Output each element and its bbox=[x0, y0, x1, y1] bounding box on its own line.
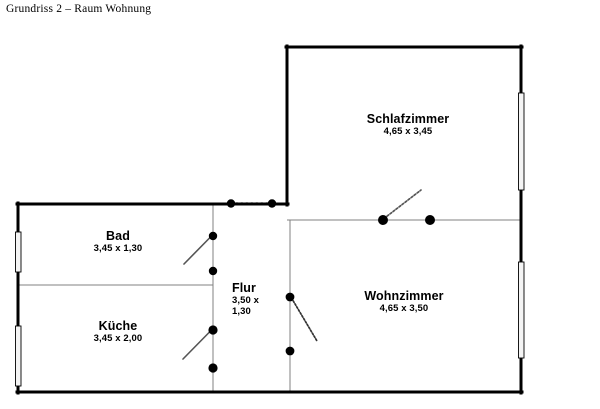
room-label-kueche: Küche 3,45 x 2,00 bbox=[94, 319, 143, 345]
room-dimensions-kueche: 3,45 x 2,00 bbox=[93, 333, 143, 345]
window-left-lower bbox=[15, 325, 22, 387]
room-dimensions-wohnzimmer: 4,65 x 3,50 bbox=[379, 303, 429, 315]
room-label-wohnzimmer: Wohnzimmer 4,65 x 3,50 bbox=[364, 289, 443, 315]
door-kueche bbox=[182, 325, 218, 373]
door-entry bbox=[226, 199, 277, 208]
room-name-kueche: Küche bbox=[98, 319, 138, 333]
window-right-lower bbox=[518, 261, 525, 359]
room-name-wohnzimmer: Wohnzimmer bbox=[364, 289, 444, 303]
room-label-schlafzimmer: Schlafzimmer 4,65 x 3,45 bbox=[367, 112, 449, 138]
room-dimensions-flur-line2: 1,30 bbox=[232, 306, 251, 318]
room-label-flur: Flur 3,50 x 1,30 bbox=[232, 281, 259, 318]
window-right-upper bbox=[518, 92, 525, 191]
door-flur bbox=[285, 292, 318, 356]
room-dimensions-schlafzimmer: 4,65 x 3,45 bbox=[383, 126, 433, 138]
window-left-upper bbox=[15, 231, 22, 273]
room-label-bad: Bad 3,45 x 1,30 bbox=[94, 229, 143, 255]
door-schlafzimmer bbox=[378, 189, 435, 225]
room-name-bad: Bad bbox=[106, 229, 130, 243]
door-bad bbox=[183, 231, 218, 276]
room-name-schlafzimmer: Schlafzimmer bbox=[366, 112, 450, 126]
doors bbox=[182, 189, 435, 373]
room-dimensions-flur-line1: 3,50 x bbox=[232, 295, 260, 307]
page-title: Grundriss 2 – Raum Wohnung bbox=[6, 3, 152, 15]
room-name-flur: Flur bbox=[232, 281, 257, 295]
room-dimensions-bad: 3,45 x 1,30 bbox=[93, 243, 143, 255]
windows bbox=[15, 92, 525, 387]
